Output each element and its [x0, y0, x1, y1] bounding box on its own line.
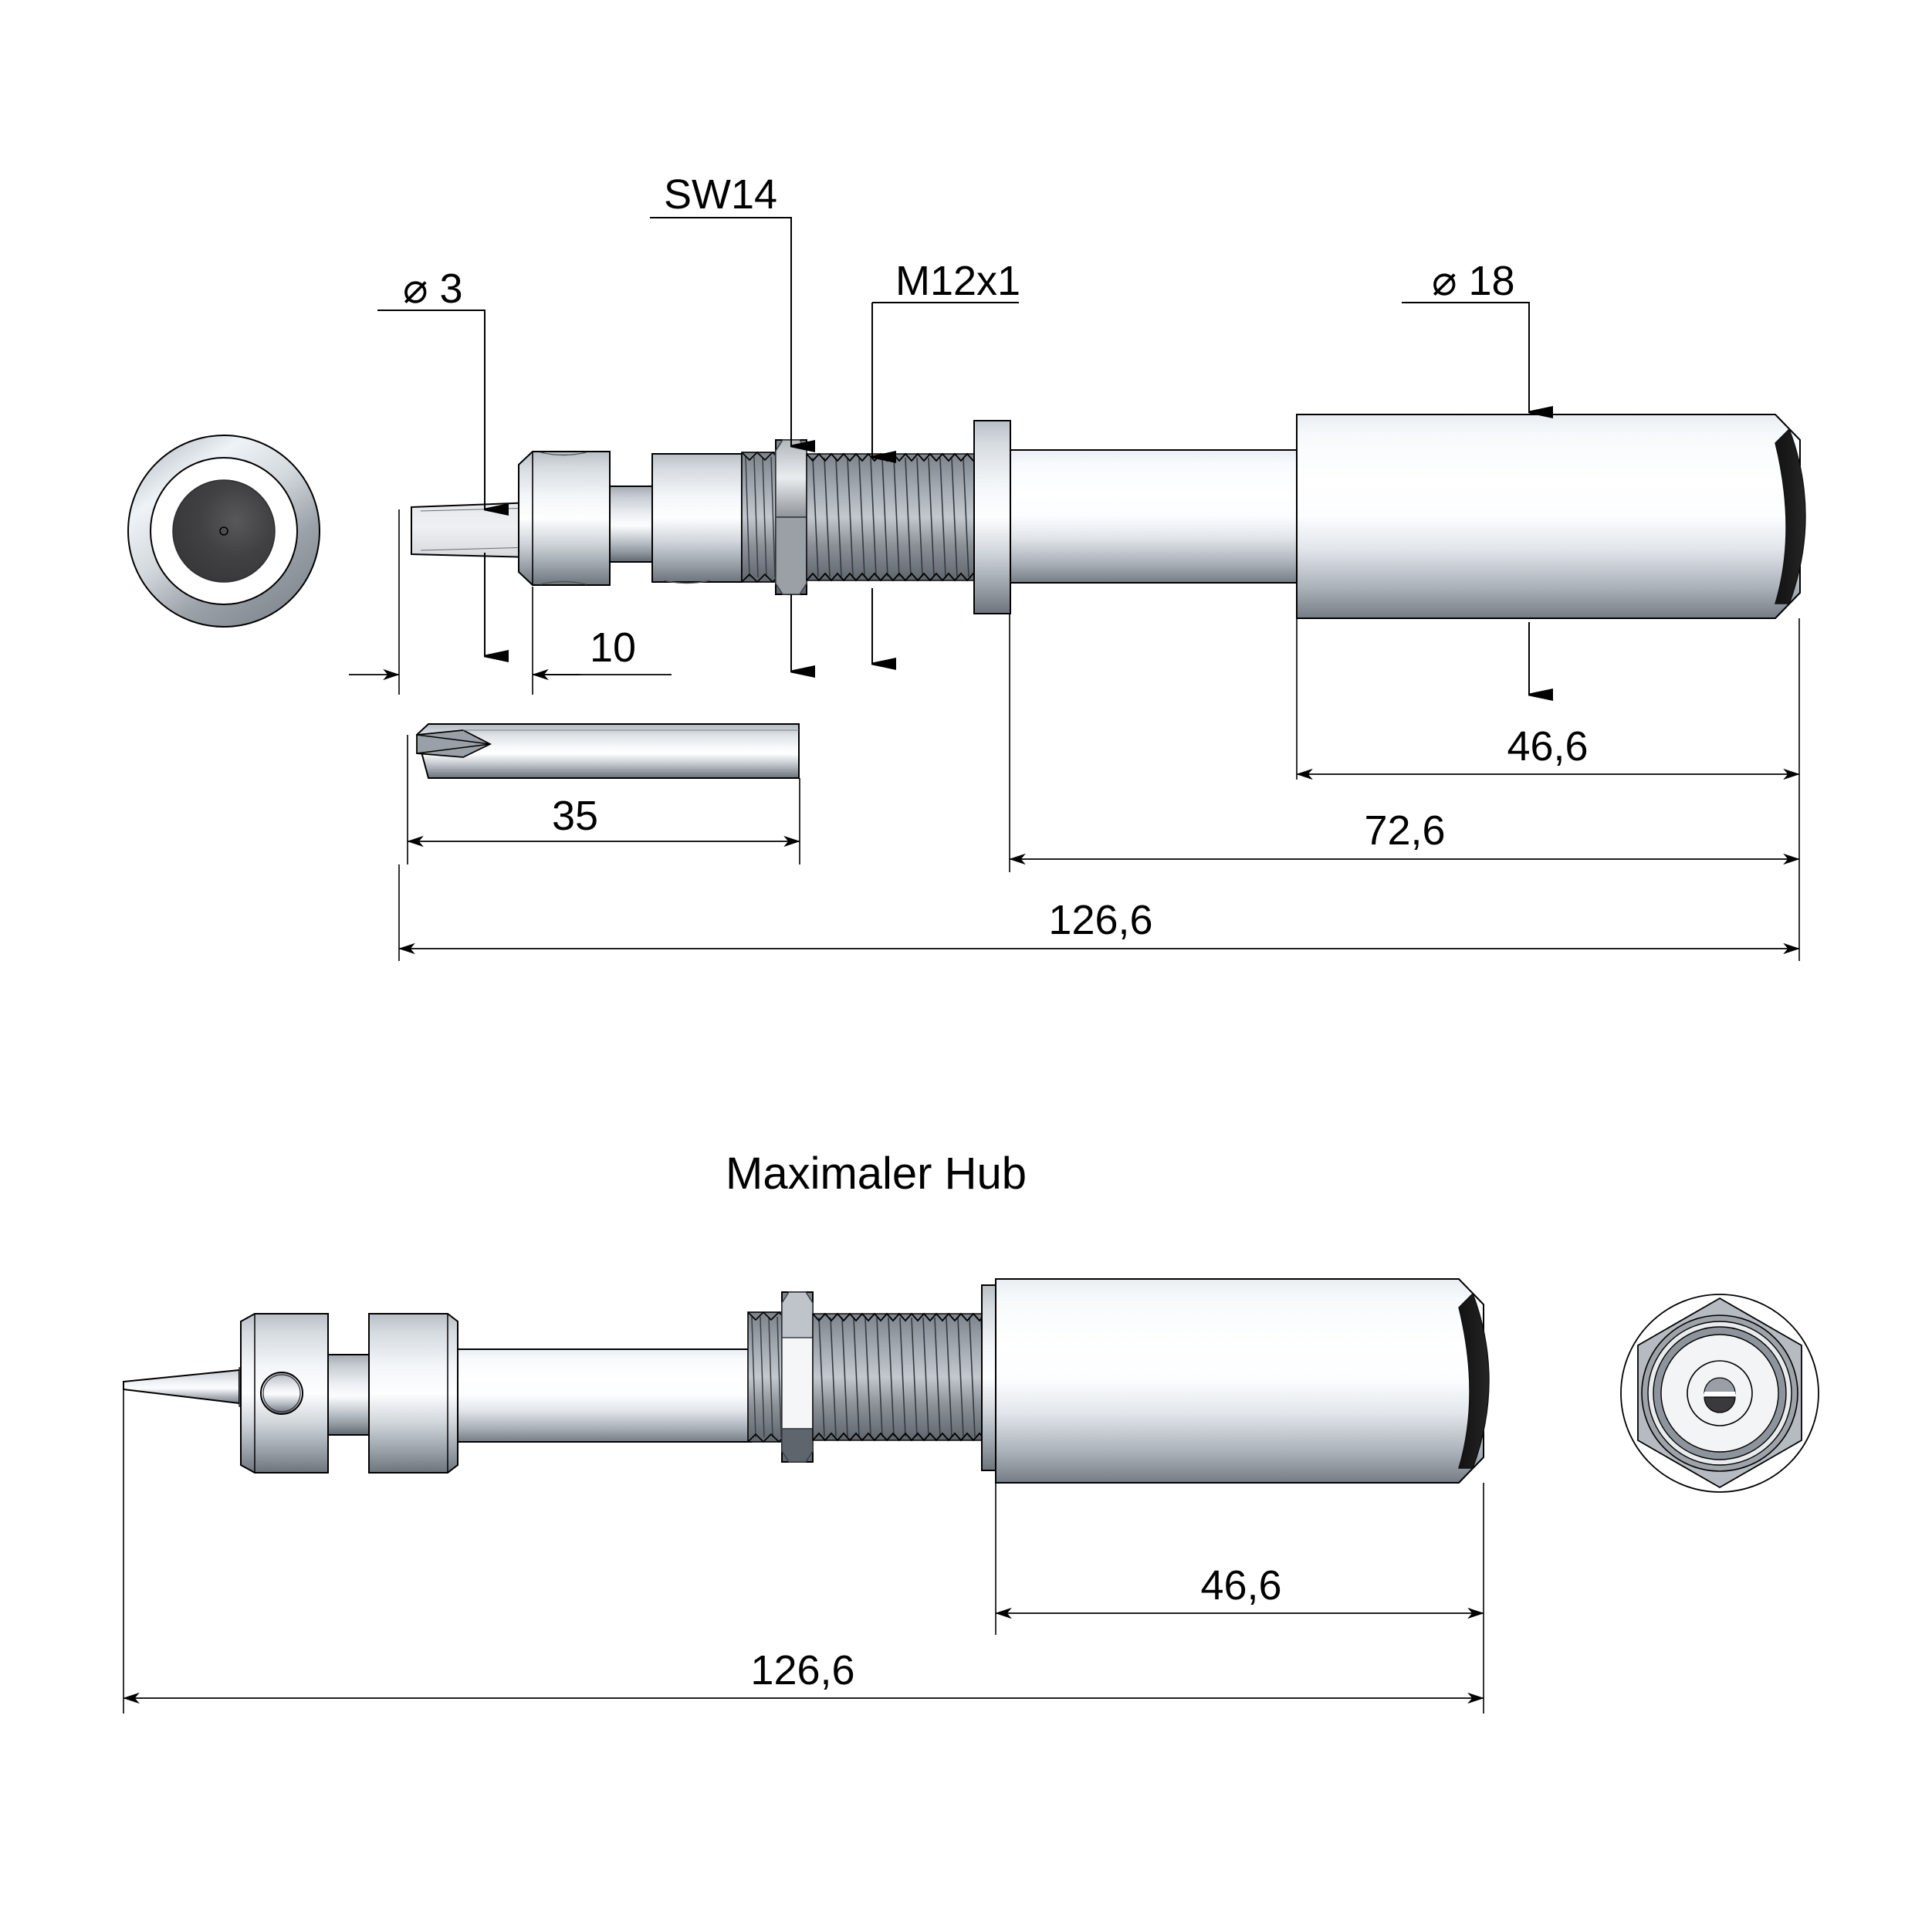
thread-left-stub — [741, 451, 780, 584]
front-end-view-circular — [127, 435, 320, 628]
dimension-46-6: 46,6 — [1296, 618, 1800, 780]
dimension-46-6-lower-label: 46,6 — [1200, 1562, 1281, 1609]
collar-with-hole — [240, 1313, 329, 1474]
detached-probe-pin — [415, 723, 800, 779]
dimension-126-6-lower: 126,6 — [123, 1386, 1484, 1714]
hex-nut-lower — [781, 1291, 814, 1463]
main-body-d18 — [1296, 414, 1801, 619]
rear-cap — [1775, 428, 1806, 604]
mid-shaft — [1010, 449, 1298, 584]
threaded-barrel-lower — [747, 1291, 1019, 1463]
body-assembly-lower — [981, 1278, 1490, 1484]
main-body-lower — [995, 1278, 1484, 1484]
lower-assembly-view: 46,6 126,6 — [123, 1278, 1819, 1714]
callout-m12x1: M12x1 — [871, 258, 1020, 670]
thread-m12x1-lower — [812, 1312, 1019, 1442]
dimension-46-6-lower: 46,6 — [995, 1483, 1484, 1635]
callout-dia3-label: ⌀ 3 — [403, 266, 463, 312]
callout-m12x1-label: M12x1 — [895, 258, 1020, 304]
callout-sw14: SW14 — [650, 171, 815, 678]
dimension-35: 35 — [407, 735, 800, 864]
dimension-126-6-label: 126,6 — [1048, 897, 1152, 943]
dimension-46-6-label: 46,6 — [1507, 723, 1588, 770]
dimension-126-6: 126,6 — [398, 864, 1800, 961]
rear-end-view-hex — [1620, 1294, 1819, 1493]
callout-sw14-label: SW14 — [664, 171, 777, 218]
section-title-maximaler-hub: Maximaler Hub — [726, 1149, 1027, 1199]
callout-dia18: ⌀ 18 — [1402, 258, 1553, 701]
flange — [973, 420, 1011, 614]
extended-shaft — [457, 1348, 752, 1443]
probe-tip-assembly-retracted — [411, 451, 743, 586]
dimension-126-6-lower-label: 126,6 — [750, 1647, 854, 1693]
dimension-35-label: 35 — [552, 793, 598, 839]
collar-2-lower — [368, 1313, 458, 1474]
dimension-10: 10 — [349, 509, 672, 695]
neck-lower — [327, 1354, 370, 1436]
upper-assembly-view: ⌀ 3 SW14 M12x1 ⌀ 18 — [127, 171, 1806, 961]
dimension-72-6-label: 72,6 — [1364, 807, 1445, 854]
dimension-10-label: 10 — [590, 624, 636, 671]
callout-dia18-label: ⌀ 18 — [1432, 258, 1515, 304]
body-assembly — [973, 414, 1806, 619]
hex-nut-sw14 — [775, 439, 807, 595]
dimension-72-6: 72,6 — [1009, 614, 1800, 872]
rear-cap-lower — [1458, 1292, 1490, 1469]
callout-dia3: ⌀ 3 — [377, 266, 509, 662]
